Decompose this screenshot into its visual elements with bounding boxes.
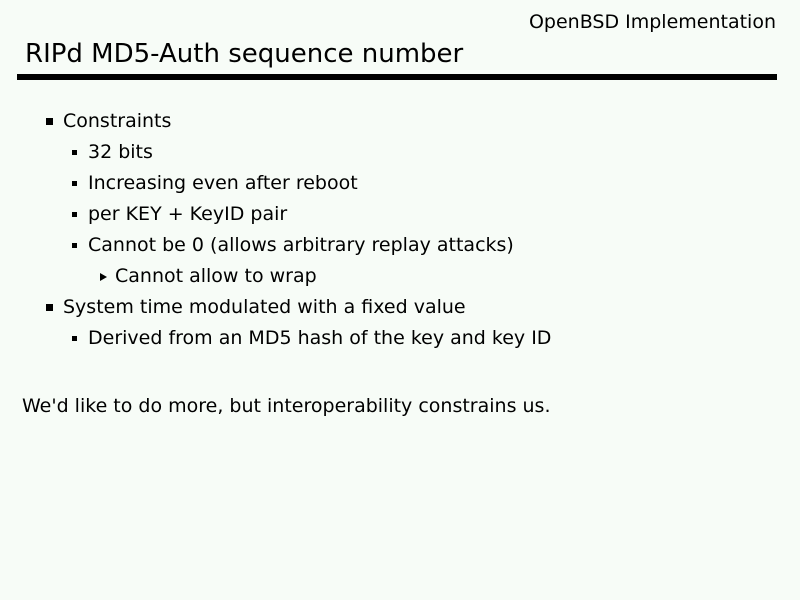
bullet-square-icon bbox=[72, 150, 77, 155]
bullet-text: System time modulated with a fixed value bbox=[63, 296, 466, 318]
bullet-text: Cannot allow to wrap bbox=[115, 265, 317, 287]
bullet-item: Cannot be 0 (allows arbitrary replay att… bbox=[0, 230, 800, 261]
title-underline-rule bbox=[17, 74, 777, 80]
footer-note: We'd like to do more, but interoperabili… bbox=[22, 395, 551, 417]
bullet-square-icon bbox=[72, 212, 77, 217]
bullet-item: per KEY + KeyID pair bbox=[0, 199, 800, 230]
bullet-square-icon bbox=[72, 243, 77, 248]
bullet-square-icon bbox=[72, 181, 77, 186]
slide-title: RIPd MD5-Auth sequence number bbox=[25, 39, 464, 69]
bullet-text: 32 bits bbox=[88, 141, 153, 163]
bullet-square-icon bbox=[46, 118, 53, 125]
bullet-item: Cannot allow to wrap bbox=[0, 261, 800, 292]
bullet-item: Derived from an MD5 hash of the key and … bbox=[0, 323, 800, 354]
bullet-text: per KEY + KeyID pair bbox=[88, 203, 288, 225]
bullet-item: 32 bits bbox=[0, 137, 800, 168]
bullet-square-icon bbox=[72, 336, 77, 341]
bullet-text: Constraints bbox=[63, 110, 172, 132]
bullet-square-icon bbox=[46, 304, 53, 311]
bullet-item: System time modulated with a fixed value bbox=[0, 292, 800, 323]
bullet-text: Increasing even after reboot bbox=[88, 172, 358, 194]
corner-label: OpenBSD Implementation bbox=[528, 11, 776, 33]
bullet-text: Cannot be 0 (allows arbitrary replay att… bbox=[88, 234, 514, 256]
bullet-triangle-icon bbox=[100, 273, 107, 281]
bullet-text: Derived from an MD5 hash of the key and … bbox=[88, 327, 552, 349]
bullet-item: Constraints bbox=[0, 106, 800, 137]
bullet-item: Increasing even after reboot bbox=[0, 168, 800, 199]
